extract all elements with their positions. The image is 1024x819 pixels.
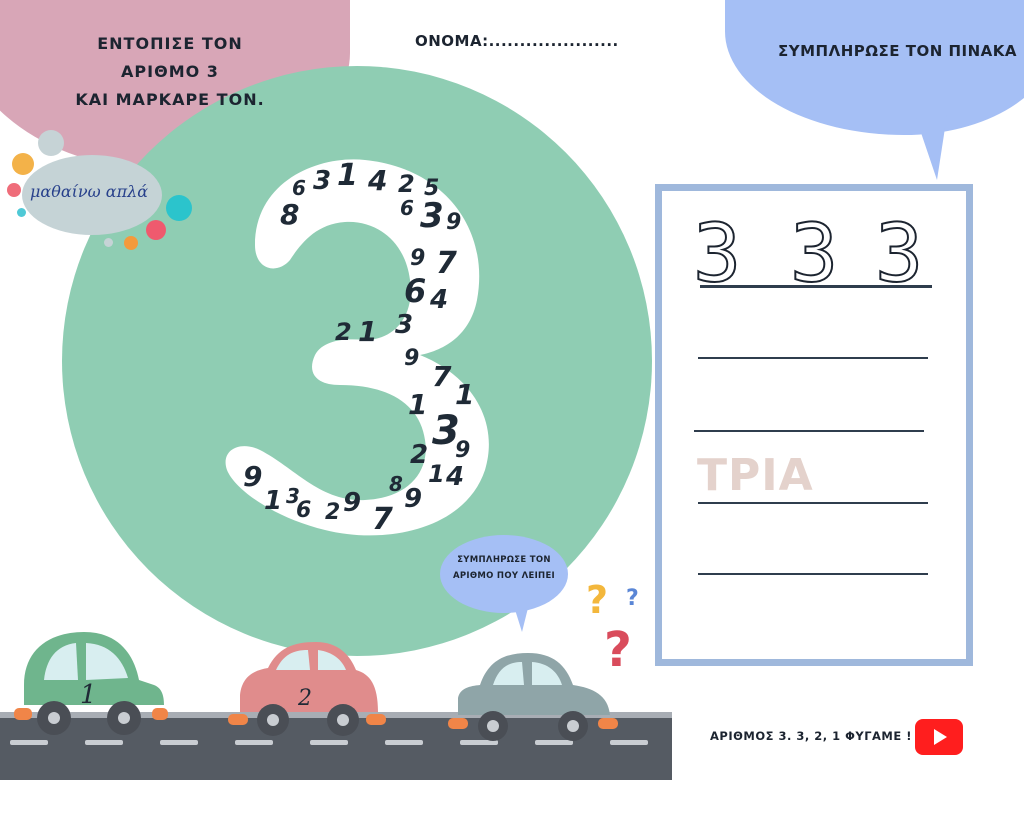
road-dash <box>610 740 648 745</box>
scattered-digit[interactable]: 2 <box>410 440 429 470</box>
scattered-digit[interactable]: 6 <box>296 498 312 523</box>
scattered-digit[interactable]: 3 <box>420 196 444 236</box>
car-pink <box>228 642 386 736</box>
writing-line[interactable] <box>698 357 928 359</box>
scattered-digit[interactable]: 5 <box>424 176 440 201</box>
scattered-digit[interactable]: 9 <box>404 484 423 514</box>
youtube-button[interactable] <box>915 719 963 755</box>
car-label: 2 <box>298 686 312 711</box>
scattered-digit[interactable]: 1 <box>337 158 358 193</box>
logo-dot <box>166 195 192 221</box>
scattered-digit[interactable]: 9 <box>343 488 362 518</box>
road-dash <box>235 740 273 745</box>
question-mark-yellow: ? <box>586 578 609 622</box>
road-dash <box>310 740 348 745</box>
road-dash <box>85 740 123 745</box>
scattered-digit[interactable]: 4 <box>430 285 449 315</box>
scattered-digit[interactable]: 2 <box>398 170 415 198</box>
name-field[interactable]: ΟΝΟΜΑ:..................... <box>415 32 619 50</box>
scattered-digit[interactable]: 1 <box>455 378 475 411</box>
missing-number-line-1: ΣΥΜΠΛΗΡΩΣΕ ΤΟΝ <box>457 555 551 565</box>
scattered-digit[interactable]: 8 <box>389 472 403 496</box>
big-number-three <box>225 159 489 536</box>
scattered-digit[interactable]: 9 <box>243 460 263 493</box>
scattered-digit[interactable]: 3 <box>395 310 414 340</box>
scattered-digit[interactable]: 6 <box>292 176 306 200</box>
scattered-digit[interactable]: 9 <box>455 438 471 463</box>
footer-text: ΑΡΙΘΜΟΣ 3. 3, 2, 1 ΦΥΓΑΜΕ ! <box>710 729 912 743</box>
road-dash <box>460 740 498 745</box>
trace-digit[interactable]: 3 <box>692 207 742 300</box>
instruction-find-three: ΕΝΤΟΠΙΣΕ ΤΟΝ ΑΡΙΘΜΟ 3 ΚΑΙ ΜΑΡΚΑΡΕ ΤΟΝ. <box>60 30 280 114</box>
car-green <box>14 632 168 735</box>
road-dash <box>160 740 198 745</box>
scattered-digit[interactable]: 7 <box>432 360 452 393</box>
logo-text: μαθαίνω απλά <box>30 182 149 201</box>
question-mark-blue: ? <box>626 586 639 611</box>
logo-bubble <box>22 155 162 235</box>
writing-line[interactable] <box>698 573 928 575</box>
scattered-digit[interactable]: 6 <box>404 272 427 310</box>
play-icon <box>934 729 947 745</box>
road-dash <box>10 740 48 745</box>
scattered-digit[interactable]: 1 <box>428 460 445 488</box>
car-grey <box>448 653 618 741</box>
scattered-digit[interactable]: 9 <box>410 246 426 271</box>
top-right-speech-bubble <box>725 0 1024 135</box>
scattered-digit[interactable]: 2 <box>335 318 352 346</box>
logo-dot <box>38 130 64 156</box>
trace-digit[interactable]: 3 <box>789 207 839 300</box>
logo-dot <box>124 236 138 250</box>
instruction-line-2: ΚΑΙ ΜΑΡΚΑΡΕ ΤΟΝ. <box>75 90 265 109</box>
trace-digit[interactable]: 3 <box>874 207 924 300</box>
scattered-digit[interactable]: 3 <box>432 408 460 454</box>
logo-dot <box>104 238 113 247</box>
scattered-digit[interactable]: 4 <box>446 462 465 492</box>
scattered-digit[interactable]: 2 <box>325 500 341 525</box>
small-speech-bubble <box>440 535 568 613</box>
writing-line[interactable] <box>698 502 928 504</box>
scattered-digit[interactable]: 4 <box>368 164 388 197</box>
scattered-digit[interactable]: 7 <box>372 502 393 537</box>
word-tria: ΤΡΙΑ <box>697 450 814 501</box>
scattered-digit[interactable]: 8 <box>280 198 300 231</box>
instruction-line-1: ΕΝΤΟΠΙΣΕ ΤΟΝ ΑΡΙΘΜΟ 3 <box>97 34 243 81</box>
road-dash <box>385 740 423 745</box>
scattered-digit[interactable]: 1 <box>264 486 283 516</box>
logo-dot <box>17 208 26 217</box>
logo-dot <box>7 183 21 197</box>
road-dash <box>535 740 573 745</box>
scattered-digit[interactable]: 6 <box>400 196 414 220</box>
scattered-digit[interactable]: 7 <box>436 246 457 281</box>
question-mark-red: ? <box>604 622 632 678</box>
scattered-digit[interactable]: 9 <box>404 346 420 371</box>
missing-number-line-2: ΑΡΙΘΜΟ ΠΟΥ ΛΕΙΠΕΙ <box>452 571 556 581</box>
instruction-fill-board: ΣΥΜΠΛΗΡΩΣΕ ΤΟΝ ΠΙΝΑΚΑ <box>778 42 1018 60</box>
scattered-digit[interactable]: 3 <box>286 484 300 508</box>
scattered-digit[interactable]: 3 <box>313 166 332 196</box>
small-speech-bubble-tail <box>512 600 530 632</box>
logo-dot <box>12 153 34 175</box>
scattered-digit[interactable]: 9 <box>446 210 462 235</box>
scattered-digit[interactable]: 1 <box>358 315 378 348</box>
writing-line[interactable] <box>700 285 932 288</box>
missing-number-instruction: ΣΥΜΠΛΗΡΩΣΕ ΤΟΝ ΑΡΙΘΜΟ ΠΟΥ ΛΕΙΠΕΙ <box>448 552 560 584</box>
practice-board <box>655 184 973 666</box>
top-right-bubble-tail <box>915 115 947 180</box>
scattered-digit[interactable]: 1 <box>408 388 428 421</box>
car-label: 1 <box>80 680 97 710</box>
logo-dot <box>146 220 166 240</box>
writing-line[interactable] <box>694 430 924 432</box>
